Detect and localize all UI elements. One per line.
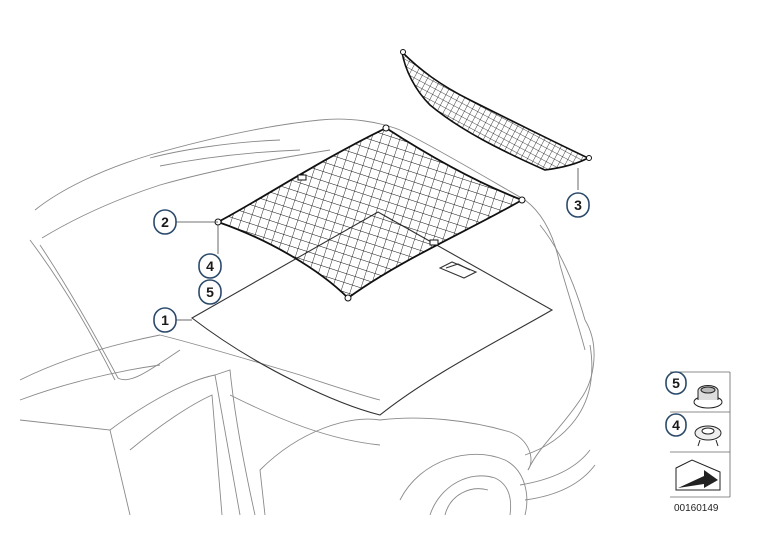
callout-1: 1	[153, 307, 177, 333]
parts-legend: 5 4	[665, 371, 731, 498]
floor-mat	[191, 211, 554, 416]
clip-icon	[693, 385, 723, 409]
arrow-icon	[675, 459, 721, 491]
callout-4: 4	[198, 253, 222, 279]
floor-net-icon	[214, 124, 526, 302]
leader-lines	[176, 168, 579, 321]
svg-text:5: 5	[672, 375, 680, 391]
grommet-icon	[694, 425, 722, 447]
reference-code: 00160149	[674, 503, 719, 514]
svg-text:2: 2	[161, 214, 169, 230]
legend-callout-5: 5	[665, 371, 687, 395]
svg-text:4: 4	[206, 258, 214, 274]
svg-text:1: 1	[161, 312, 169, 328]
callout-3: 3	[566, 192, 590, 218]
svg-text:4: 4	[672, 417, 680, 433]
svg-text:5: 5	[206, 284, 214, 300]
svg-text:3: 3	[574, 197, 582, 213]
callout-2: 2	[153, 209, 177, 235]
callout-5: 5	[198, 279, 222, 305]
legend-callout-4: 4	[665, 413, 687, 437]
trunk-handle	[438, 261, 478, 279]
luggage-net-icon	[400, 49, 592, 171]
